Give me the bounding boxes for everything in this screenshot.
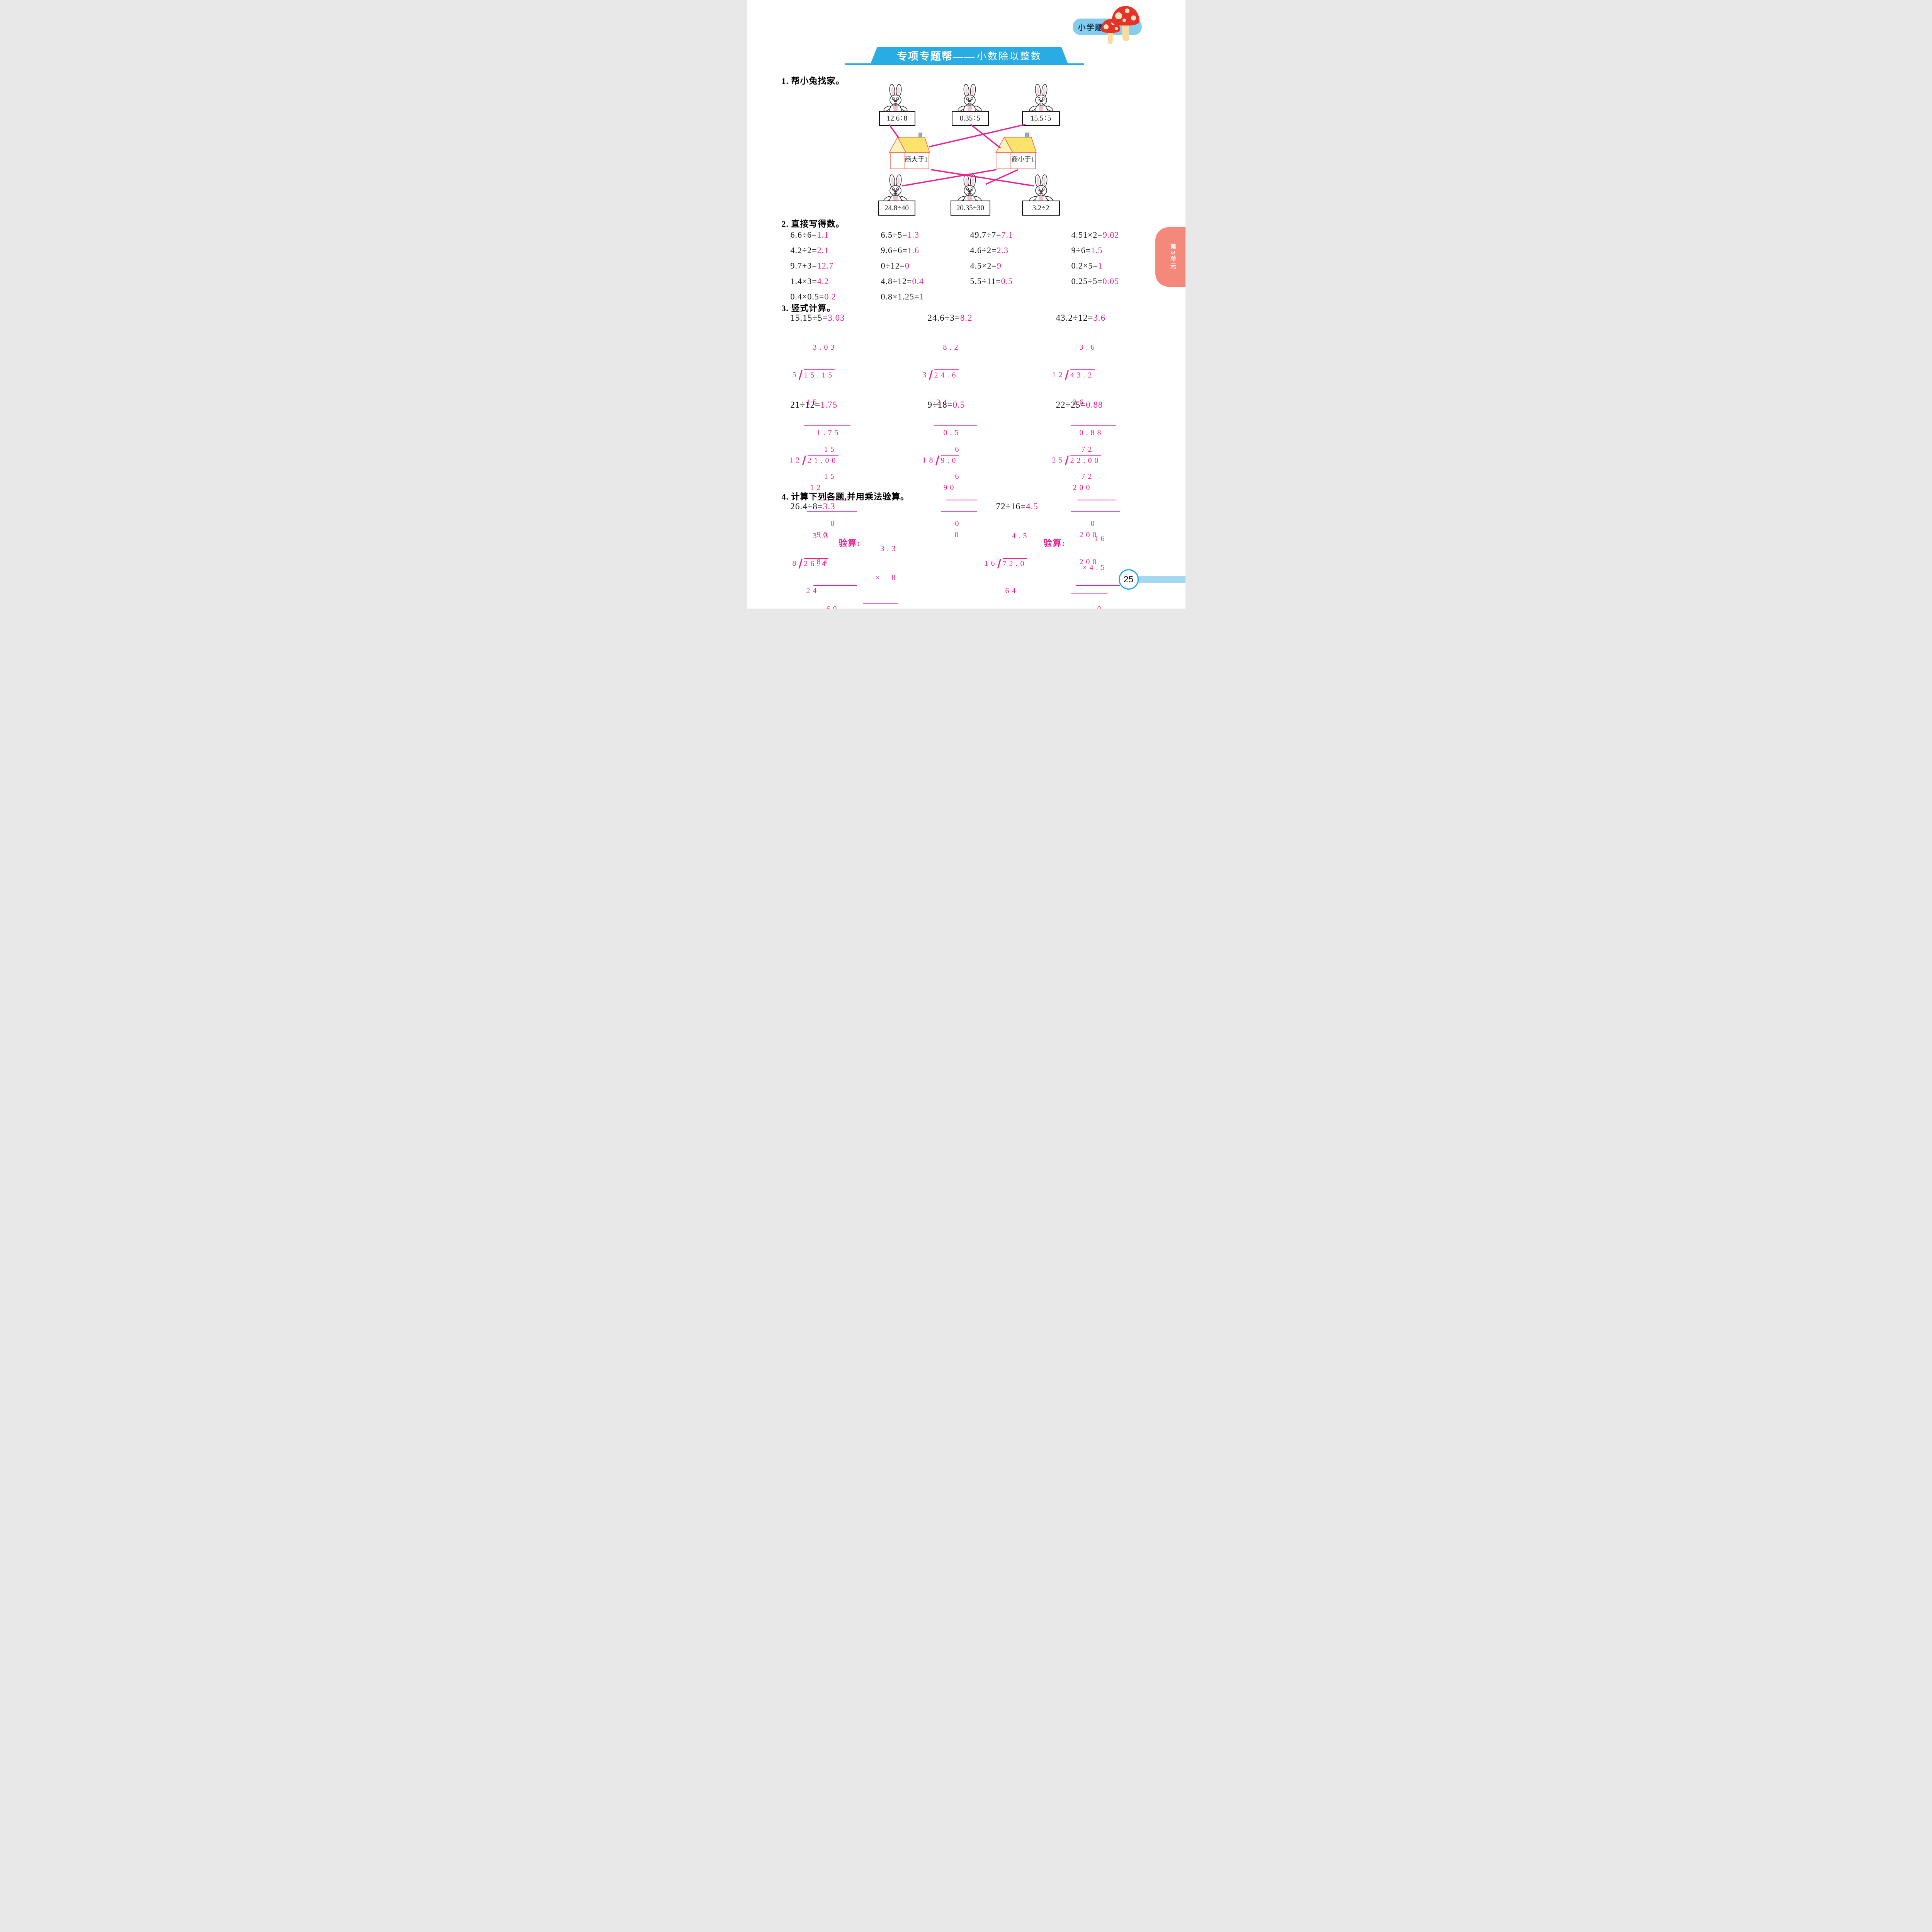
q2-mental-math-grid: 6.6÷6=1.1 6.5÷5=1.3 49.7÷7=7.1 4.51×2=9.…: [791, 230, 1153, 301]
q2-item: 0÷12=0: [881, 261, 910, 270]
q2-item: 49.7÷7=7.1: [970, 230, 1013, 240]
house-quotient-greater-than-1: 商大于1: [888, 133, 931, 170]
page-title-banner: 专项专题帮——小数除以整数: [870, 47, 1068, 64]
q3-equation: 21÷12=1.75: [790, 400, 838, 410]
q4-heading: 4. 计算下列各题,并用乘法验算。: [781, 492, 910, 502]
title-topic: 小数除以整数: [976, 51, 1042, 62]
q2-item: 9.7+3=12.7: [790, 261, 834, 270]
q3-equation: 15.15÷5=3.03: [790, 313, 845, 323]
rabbit-icon: [956, 174, 983, 203]
mushroom-icon-large: [1111, 6, 1139, 42]
q2-item: 1.4×3=4.2: [790, 276, 829, 286]
worksheet-page: 小学题帮 专项专题帮——小数除以整数 1. 帮小兔找家。 12.6÷8 0.35…: [747, 0, 1185, 609]
expression-card: 15.5÷5: [1022, 111, 1060, 126]
expression-card: 0.35÷5: [951, 111, 989, 126]
q2-item: 4.2÷2=2.1: [790, 245, 829, 255]
q3-equation: 43.2÷12=3.6: [1056, 313, 1106, 323]
expression-card: 12.6÷8: [879, 111, 915, 126]
footer-bar: [1136, 576, 1185, 583]
q2-item: 0.2×5=1: [1071, 261, 1103, 270]
q2-item: 4.6÷2=2.3: [970, 245, 1009, 255]
q1-matching-figure: 12.6÷8 0.35÷5 15.5÷5 商大于1 商小于1 24.8÷40 2…: [782, 83, 1133, 218]
multiplication-check: 16 ×4.5 80 64 72.0: [1070, 515, 1107, 609]
q3-heading: 3. 竖式计算。: [781, 303, 836, 313]
unit-side-tab: 第3单元: [1155, 227, 1185, 287]
house-quotient-less-than-1: 商小于1: [995, 133, 1037, 170]
house-label: 商大于1: [905, 155, 928, 163]
house-label: 商小于1: [1011, 155, 1034, 163]
q4-equation: 72÷16=4.5: [996, 502, 1038, 511]
check-label: 验算:: [1043, 538, 1066, 548]
rabbit-icon: [1028, 84, 1054, 112]
rabbit-icon: [882, 174, 908, 203]
q2-item: 9.6÷6=1.6: [881, 245, 919, 255]
q4-equation: 26.4÷8=3.3: [790, 502, 835, 511]
title-series: 专项专题帮——: [896, 51, 975, 62]
expression-card: 20.35÷30: [950, 201, 990, 216]
multiplication-check: 3.3 × 8 26.4: [862, 525, 898, 609]
expression-card: 24.8÷40: [878, 201, 915, 216]
expression-card: 3.2÷2: [1022, 201, 1060, 216]
q3-equation: 24.6÷3=8.2: [927, 313, 973, 323]
q2-item: 4.51×2=9.02: [1071, 230, 1119, 240]
rabbit-icon: [882, 84, 908, 112]
q2-heading: 2. 直接写得数。: [781, 219, 845, 229]
rabbit-icon: [956, 84, 983, 112]
check-label: 验算:: [838, 538, 861, 548]
q3-equation: 22÷25=0.88: [1056, 400, 1103, 410]
q2-item: 9÷6=1.5: [1071, 245, 1103, 255]
q1-heading: 1. 帮小兔找家。: [781, 76, 845, 86]
rabbit-icon: [1028, 174, 1054, 203]
page-number-badge: 25: [1118, 569, 1139, 590]
unit-side-tab-label: 第3单元: [1170, 243, 1176, 270]
q2-item: 5.5÷11=0.5: [970, 276, 1013, 286]
long-division-work: 3.3 826.4 24 24 24 0: [793, 514, 849, 609]
q2-item: 0.8×1.25=1: [881, 292, 924, 301]
q3-equation: 9÷18=0.5: [927, 400, 965, 410]
q2-item: 0.4×0.5=0.2: [790, 292, 836, 301]
q2-item: 6.5÷5=1.3: [881, 230, 919, 240]
q2-item: 4.5×2=9: [970, 261, 1002, 270]
q2-item: 4.8÷12=0.4: [881, 276, 924, 286]
q2-item: 0.25÷5=0.05: [1071, 276, 1119, 286]
q2-item: 6.6÷6=1.1: [790, 230, 829, 240]
